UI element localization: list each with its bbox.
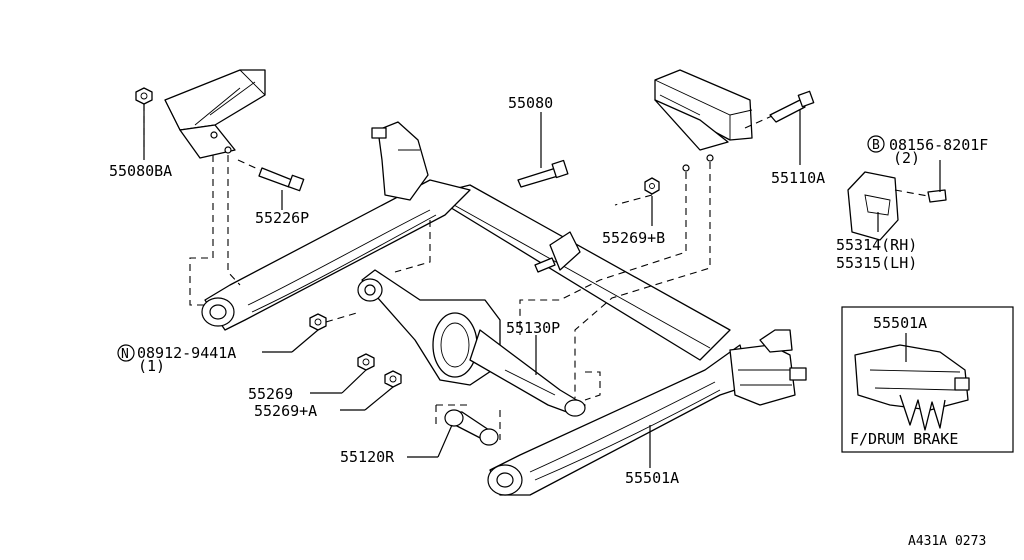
label-55080: 55080	[508, 94, 553, 112]
callout-b-circle	[867, 135, 885, 153]
label-55315-lh: 55315(LH)	[836, 254, 917, 272]
nut-55080ba	[135, 87, 153, 105]
label-55269-a: 55269+A	[254, 402, 317, 420]
callout-n-letter: N	[121, 347, 129, 362]
link-rod-55120r	[444, 409, 499, 446]
label-08156-8201f: 08156-8201F	[889, 136, 988, 154]
label-55080ba: 55080BA	[109, 162, 172, 180]
bolt-55080	[517, 159, 569, 188]
label-55110a: 55110A	[771, 169, 825, 187]
diagram-code: A431A 0273	[908, 534, 986, 549]
drum-brake-inset	[841, 306, 1014, 453]
label-55226p: 55226P	[255, 209, 309, 227]
callout-b-letter: B	[872, 138, 880, 153]
label-55501a: 55501A	[625, 469, 679, 487]
nut-08912	[309, 313, 327, 331]
label-08912-9441a: 08912-9441A	[137, 344, 236, 362]
nut-55269b	[644, 177, 660, 195]
nut-55269a	[384, 370, 402, 388]
label-55120r: 55120R	[340, 448, 395, 466]
left-trailing-arm	[201, 121, 471, 331]
lateral-link-assembly	[357, 269, 586, 417]
callout-n-circle	[117, 344, 135, 362]
assembly-dashed-lines	[143, 104, 711, 440]
nut-55269	[357, 353, 375, 371]
label-55269: 55269	[248, 385, 293, 403]
label-55314-rh: 55314(RH)	[836, 236, 917, 254]
inset-label-55501a: 55501A	[873, 314, 927, 332]
label-08912-qty: (1)	[138, 357, 165, 375]
left-body-rail	[164, 69, 266, 159]
bracket-55314	[847, 171, 947, 241]
bolt-55226p	[237, 159, 305, 192]
leader-lines	[143, 104, 941, 468]
label-55269-b: 55269+B	[602, 229, 665, 247]
inset-caption: F/DRUM BRAKE	[850, 430, 958, 448]
label-08156-qty: (2)	[893, 149, 920, 167]
bolt-55110a	[744, 90, 815, 129]
label-55130p: 55130P	[506, 319, 560, 337]
right-trailing-arm	[487, 329, 807, 496]
bolt-540-mount	[534, 231, 581, 273]
right-body-rail	[654, 69, 753, 172]
